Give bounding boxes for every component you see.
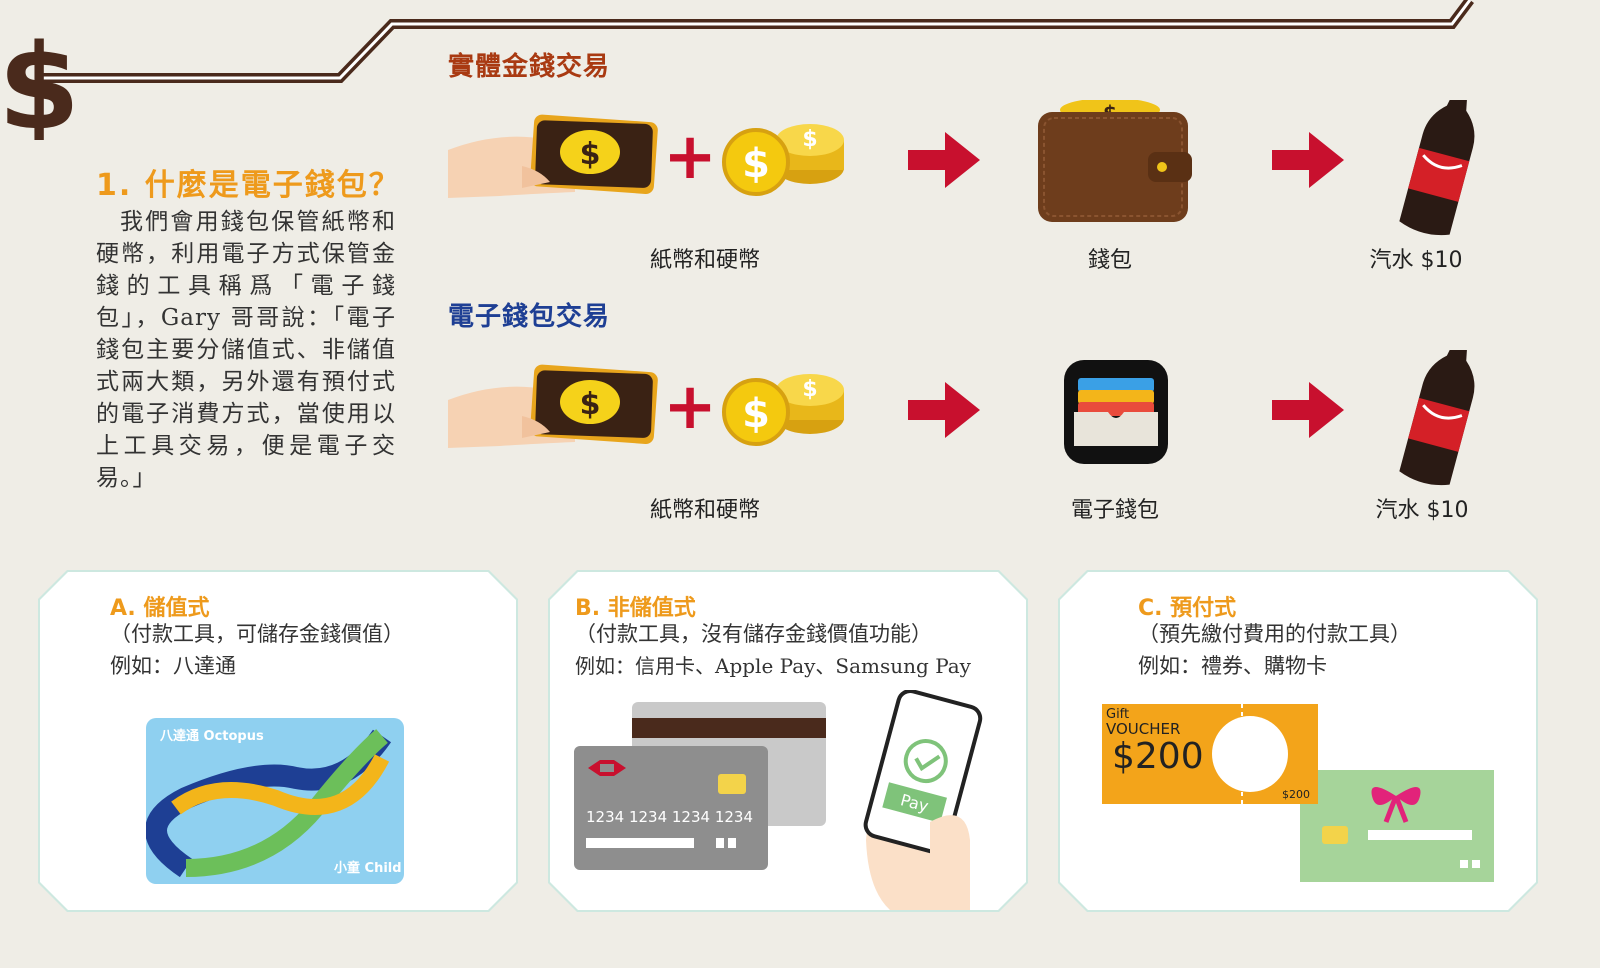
octopus-brand-text: 八達通 Octopus	[159, 728, 264, 744]
money-caption: 紙幣和硬幣	[649, 498, 761, 523]
coins-icon: $ $	[722, 124, 844, 196]
soda-bottle-icon	[1399, 350, 1475, 486]
money-caption: 紙幣和硬幣	[649, 248, 761, 273]
voucher-amount-text: $200	[1112, 736, 1204, 777]
wallet-icon: $	[1038, 100, 1192, 222]
credit-card-illustration: 1234 1234 1234 1234 Pay	[570, 690, 1010, 910]
card-non-stored-value: B. 非儲值式 （付款工具，沒有儲存金錢價值功能） 例如：信用卡、Apple P…	[550, 572, 1026, 910]
card-title: A. 儲值式	[110, 596, 210, 621]
card-description: （預先繳付費用的付款工具）	[1138, 622, 1411, 646]
arrow-right-icon	[1272, 132, 1344, 188]
physical-flow: $ + $ $ $	[448, 100, 1475, 236]
card-example: 例如：信用卡、Apple Pay、Samsung Pay	[575, 654, 971, 678]
card-example: 例如：八達通	[110, 654, 236, 678]
gift-bow-icon	[1372, 787, 1421, 822]
svg-text:$: $	[802, 377, 817, 402]
octopus-type-text: 小童 Child	[334, 860, 402, 876]
soda-bottle-icon	[1399, 100, 1475, 236]
card-prepaid: C. 預付式 （預先繳付費用的付款工具） 例如：禮券、購物卡 Gift VOUC…	[1060, 572, 1536, 910]
coins-icon: $ $	[722, 374, 844, 446]
header-decoration: $	[0, 0, 1474, 140]
physical-section-title: 實體金錢交易	[448, 52, 611, 82]
card-stored-value: A. 儲值式 （付款工具，可儲存金錢價值） 例如：八達通 八達通 Octopus…	[40, 572, 516, 910]
arrow-right-icon	[908, 132, 980, 188]
svg-text:$: $	[580, 137, 601, 172]
gift-voucher-illustration: Gift VOUCHER $200 $200	[1100, 700, 1500, 886]
question-title: 1. 什麼是電子錢包？	[96, 168, 401, 203]
svg-text:$: $	[580, 387, 601, 422]
voucher-word-text: VOUCHER	[1106, 720, 1180, 738]
voucher-small-amount-text: $200	[1282, 788, 1310, 801]
e-wallet-app-icon	[1064, 360, 1168, 464]
svg-text:$: $	[802, 127, 817, 152]
voucher-gift-text: Gift	[1106, 707, 1129, 722]
card-title: B. 非儲值式	[575, 596, 696, 621]
arrow-right-icon	[1272, 382, 1344, 438]
hand-with-banknotes-icon: $	[448, 114, 658, 198]
hand-with-banknotes-icon: $	[448, 364, 658, 448]
ewallet-flow: $ + $ $	[448, 350, 1475, 486]
ewallet-section-title: 電子錢包交易	[448, 302, 611, 332]
drink-caption: 汽水 $10	[1369, 248, 1463, 273]
octopus-card-illustration: 八達通 Octopus 小童 Child	[146, 718, 406, 884]
card-title: C. 預付式	[1138, 596, 1237, 621]
dollar-logo-icon: $	[0, 18, 80, 140]
plus-icon: +	[663, 370, 717, 444]
card-description: （付款工具，沒有儲存金錢價值功能）	[575, 622, 932, 646]
wallet-caption: 錢包	[1087, 248, 1133, 273]
card-example: 例如：禮券、購物卡	[1138, 654, 1327, 678]
intro-paragraph: 我們會用錢包保管紙幣和硬幣，利用電子方式保管金錢的工具稱爲「電子錢包」，Gary…	[96, 209, 396, 491]
card-number-text: 1234 1234 1234 1234	[586, 808, 753, 826]
svg-text:$: $	[742, 141, 770, 187]
plus-icon: +	[663, 120, 717, 194]
drink-caption: 汽水 $10	[1375, 498, 1469, 523]
svg-text:$: $	[742, 391, 770, 437]
e-wallet-caption: 電子錢包	[1070, 498, 1160, 523]
card-description: （付款工具，可儲存金錢價值）	[110, 622, 404, 646]
arrow-right-icon	[908, 382, 980, 438]
